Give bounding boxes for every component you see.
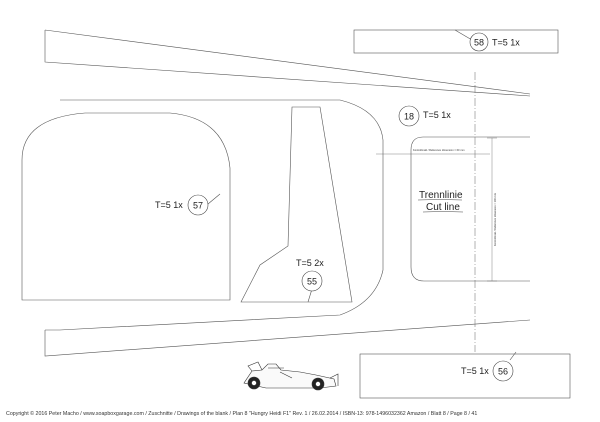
part-57-outline (21, 112, 231, 301)
part-56-qty: T=5 1x (461, 366, 489, 376)
part-56-circle (492, 360, 514, 382)
horizontal-dimension-text: Kontrollmaß / Reference dimension = 60 m… (413, 148, 465, 152)
part-57-number: 57 (193, 201, 203, 211)
part-55-circle (301, 270, 323, 292)
part-55-number: 55 (307, 277, 317, 287)
cut-line-label-underline (417, 199, 464, 213)
part-58-outline (353, 29, 559, 54)
cut-line-label-en: Cut line (426, 202, 460, 213)
copyright-footer: Copyright © 2016 Peter Macho / www.soapb… (6, 411, 478, 417)
bottom-tapered-strip (44, 319, 531, 357)
race-car-illustration (243, 361, 339, 391)
part-58-circle (469, 32, 489, 52)
part-18-outline (410, 136, 530, 282)
top-tapered-strip-edge (44, 29, 531, 95)
side-panel (45, 99, 384, 331)
leader-58 (454, 29, 473, 41)
part-18-circle (398, 105, 420, 127)
top-tapered-strip (44, 30, 531, 97)
part-57-qty: T=5 1x (155, 200, 183, 210)
part-18-number: 18 (404, 112, 414, 122)
vertical-dimension-text: Kontrollmaß / Reference dimension = 100 … (493, 193, 497, 246)
part-18-qty: T=5 1x (423, 110, 451, 120)
part-56-outline (359, 353, 571, 399)
part-55-qty: T=5 2x (296, 258, 324, 268)
leader-56 (509, 351, 517, 361)
part-58-qty: T=5 1x (492, 38, 520, 48)
part-57-circle (187, 194, 209, 216)
part-58-number: 58 (474, 38, 484, 48)
part-55-outline (240, 106, 353, 303)
cut-line-label-de: Trennlinie (419, 190, 463, 201)
part-56-number: 56 (498, 367, 508, 377)
leader-57 (207, 193, 221, 205)
